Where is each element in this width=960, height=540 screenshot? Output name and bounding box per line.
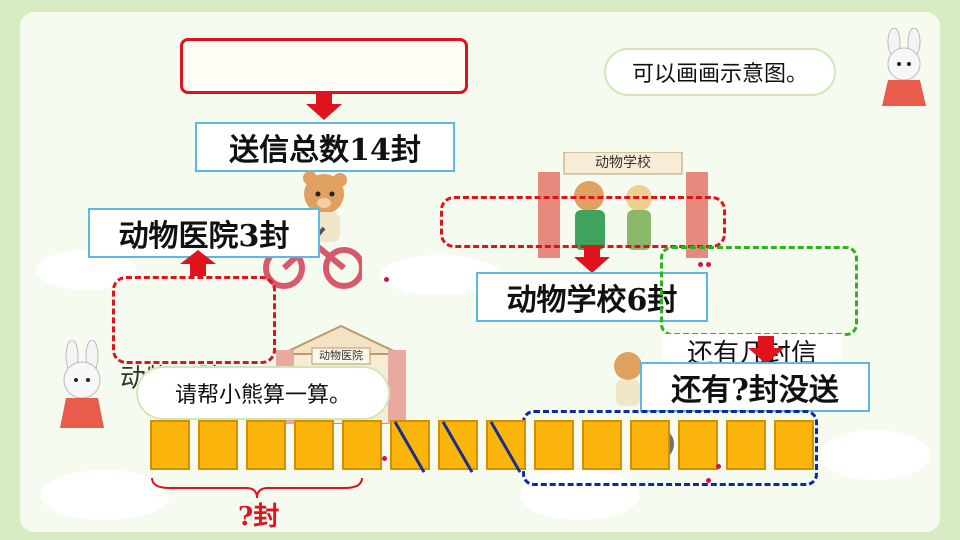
rabbit-speech-top: 可以画画示意图。 bbox=[604, 48, 836, 96]
hospital-sign: 动物医院 bbox=[319, 349, 363, 362]
envelope bbox=[678, 420, 718, 470]
remaining-placeholder-box bbox=[660, 246, 858, 336]
school-letters-label: 动物学校6封 bbox=[476, 272, 708, 322]
decor-dot bbox=[382, 456, 387, 461]
arrow-down-icon bbox=[306, 92, 342, 120]
brace-icon bbox=[151, 477, 363, 498]
cloud bbox=[520, 470, 640, 520]
decor-dot bbox=[706, 478, 711, 483]
envelope bbox=[342, 420, 382, 470]
envelope bbox=[198, 420, 238, 470]
decor-dot bbox=[716, 464, 721, 469]
bear-and-deer-illustration bbox=[565, 176, 665, 256]
school-sign: 动物学校 bbox=[595, 155, 651, 171]
envelope bbox=[774, 420, 814, 470]
total-letters-label: 送信总数14封 bbox=[195, 122, 455, 172]
envelope bbox=[630, 420, 670, 470]
envelope bbox=[726, 420, 766, 470]
rabbit-speech-bottom: 请帮小熊算一算。 bbox=[136, 366, 390, 420]
cloud bbox=[40, 470, 170, 520]
cloud bbox=[820, 430, 930, 480]
envelope bbox=[246, 420, 286, 470]
decor-dot bbox=[384, 277, 389, 282]
rabbit-illustration bbox=[42, 339, 122, 432]
envelope bbox=[534, 420, 574, 470]
envelope bbox=[294, 420, 334, 470]
school-gate-illustration: 动物学校 bbox=[530, 151, 716, 258]
decor-dot bbox=[706, 262, 711, 267]
decor-dot bbox=[698, 262, 703, 267]
arrow-down-icon bbox=[748, 336, 784, 364]
remaining-letters-label: 还有?封没送 bbox=[640, 362, 870, 412]
empty-question-box bbox=[180, 38, 468, 94]
envelope bbox=[582, 420, 622, 470]
arrow-down-icon bbox=[574, 245, 610, 273]
school-placeholder-box bbox=[440, 196, 726, 248]
envelope bbox=[150, 420, 190, 470]
hospital-placeholder-box bbox=[112, 276, 276, 364]
brace-answer-label: ?封 bbox=[238, 502, 280, 532]
rabbit-illustration bbox=[866, 27, 946, 108]
arrow-up-icon bbox=[180, 250, 216, 276]
hospital-letters-label: 动物医院3封 bbox=[88, 208, 320, 258]
